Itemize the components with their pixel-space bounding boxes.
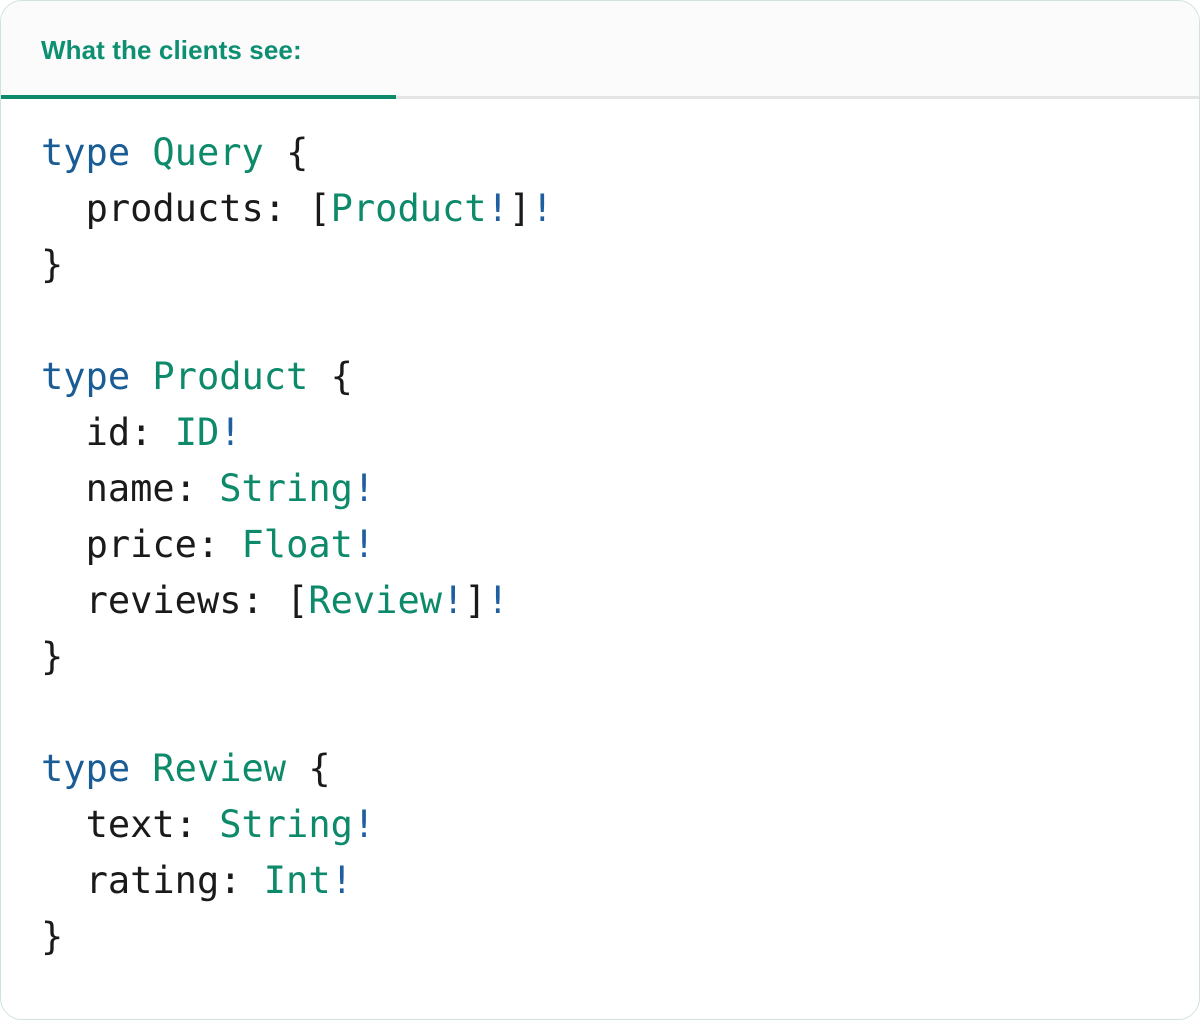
token-punc: [: [308, 187, 331, 230]
token-bang: !: [531, 187, 554, 230]
token-type: Review: [152, 747, 287, 790]
token-bang: !: [330, 859, 353, 902]
token-bang: !: [486, 187, 509, 230]
code-line: id: ID!: [41, 405, 1159, 461]
graphql-schema-code: type Query { products: [Product!]!} type…: [41, 125, 1159, 965]
token-plain: [242, 859, 264, 902]
token-kw: type: [41, 747, 131, 790]
tab-active-underline: [1, 95, 396, 99]
token-punc: {: [286, 131, 309, 174]
token-punc: :: [130, 411, 153, 454]
token-plain: [41, 859, 86, 902]
token-bang: !: [219, 411, 242, 454]
code-line: [41, 293, 1159, 349]
code-line: type Product {: [41, 349, 1159, 405]
token-kw: type: [41, 131, 131, 174]
token-name: rating: [85, 859, 220, 902]
token-kw: type: [41, 355, 131, 398]
token-punc: ]: [508, 187, 532, 230]
token-name: products: [85, 187, 264, 230]
token-name: reviews: [85, 579, 242, 622]
code-line: reviews: [Review!]!: [41, 573, 1159, 629]
token-bang: !: [352, 467, 376, 510]
token-punc: ]: [464, 579, 487, 622]
token-plain: [152, 411, 174, 454]
token-type: Review: [308, 579, 442, 622]
code-line: }: [41, 909, 1159, 965]
tab-label: What the clients see:: [41, 35, 302, 65]
token-name: price: [85, 523, 197, 566]
token-plain: [41, 187, 86, 230]
token-bang: !: [352, 523, 376, 566]
code-line: products: [Product!]!: [41, 181, 1159, 237]
code-block[interactable]: type Query { products: [Product!]!} type…: [1, 99, 1199, 1019]
token-type: Query: [152, 131, 264, 174]
token-plain: [197, 467, 219, 510]
token-punc: :: [174, 467, 197, 510]
code-line: type Review {: [41, 741, 1159, 797]
token-type: Int: [263, 859, 331, 902]
token-punc: {: [308, 747, 331, 790]
token-punc: :: [174, 803, 197, 846]
code-line: price: Float!: [41, 517, 1159, 573]
token-bang: !: [352, 803, 376, 846]
token-type: Product: [330, 187, 487, 230]
token-plain: [197, 803, 219, 846]
tab-bar-rule: [1, 96, 1199, 99]
code-line: type Query {: [41, 125, 1159, 181]
token-plain: [41, 579, 86, 622]
token-punc: :: [241, 579, 264, 622]
token-punc: :: [219, 859, 242, 902]
token-plain: [130, 747, 152, 790]
token-bang: !: [486, 579, 509, 622]
token-plain: [264, 131, 286, 174]
token-punc: }: [41, 915, 64, 958]
token-type: String: [219, 467, 353, 510]
token-punc: [: [286, 579, 309, 622]
token-punc: :: [263, 187, 287, 230]
token-plain: [308, 355, 330, 398]
token-punc: }: [41, 635, 64, 678]
tab-bar: What the clients see:: [1, 1, 1199, 99]
code-line: [41, 685, 1159, 741]
code-line: name: String!: [41, 461, 1159, 517]
token-type: Product: [152, 355, 309, 398]
token-plain: [41, 411, 86, 454]
code-line: }: [41, 629, 1159, 685]
code-line: text: String!: [41, 797, 1159, 853]
token-punc: {: [330, 355, 353, 398]
token-plain: [41, 803, 86, 846]
token-type: ID: [174, 411, 220, 454]
token-plain: [41, 523, 86, 566]
token-plain: [130, 355, 152, 398]
token-name: id: [85, 411, 131, 454]
code-line: }: [41, 237, 1159, 293]
token-plain: [130, 131, 152, 174]
token-plain: [286, 747, 308, 790]
token-punc: }: [41, 243, 64, 286]
token-name: text: [85, 803, 175, 846]
token-punc: :: [196, 523, 220, 566]
token-plain: [41, 467, 86, 510]
token-plain: [219, 523, 241, 566]
tab-what-the-clients-see[interactable]: What the clients see:: [1, 1, 396, 99]
token-plain: [264, 579, 286, 622]
token-plain: [286, 187, 308, 230]
token-type: String: [219, 803, 353, 846]
code-line: rating: Int!: [41, 853, 1159, 909]
token-name: name: [85, 467, 175, 510]
token-bang: !: [442, 579, 465, 622]
token-type: Float: [241, 523, 353, 566]
